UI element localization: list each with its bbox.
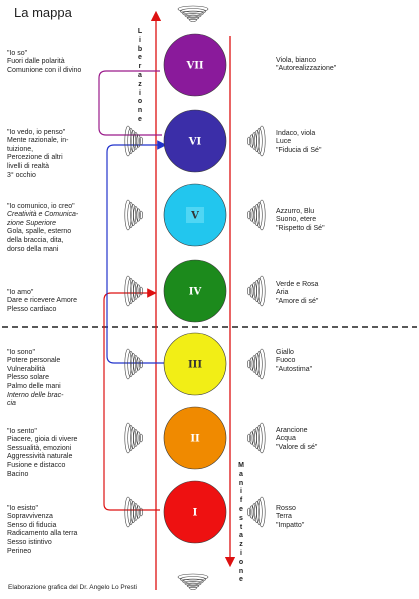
chakra-circle-VI bbox=[163, 109, 227, 173]
manifestazione-letter: t bbox=[239, 523, 243, 531]
vortex-left-icon bbox=[124, 496, 144, 528]
chakra-circle-II bbox=[163, 406, 227, 470]
liberazione-letter: a bbox=[138, 71, 142, 79]
page-title: La mappa bbox=[14, 5, 72, 20]
vortex-left-icon bbox=[124, 422, 144, 454]
liberazione-letter: r bbox=[138, 63, 142, 71]
manifestazione-letter: s bbox=[239, 514, 243, 522]
solar-to-third-eye-arrow bbox=[106, 140, 167, 364]
chakra-circle-I bbox=[163, 480, 227, 544]
vortex-left-icon bbox=[124, 125, 144, 157]
liberazione-letter: e bbox=[138, 115, 142, 123]
liberazione-letter: L bbox=[137, 28, 143, 35]
vortex-right-icon bbox=[247, 125, 266, 157]
chakra-right-text-7: Viola, bianco"Autorealizzazione" bbox=[276, 56, 337, 73]
chakra-numeral-IV: IV bbox=[189, 287, 202, 298]
manifestazione-letter: f bbox=[239, 497, 243, 505]
chakra-numeral-II: II bbox=[190, 434, 200, 445]
manifestazione-letter: o bbox=[238, 558, 244, 566]
liberazione-letter: i bbox=[139, 89, 141, 97]
manifestazione-letter: z bbox=[239, 541, 243, 549]
crown-connector-line bbox=[98, 70, 162, 136]
root-to-heart-arrow bbox=[103, 288, 160, 511]
liberazione-letter: i bbox=[139, 36, 141, 44]
manifestazione-letter: e bbox=[239, 505, 243, 513]
chakra-numeral-I: I bbox=[193, 508, 198, 519]
liberazione-letter: z bbox=[138, 80, 142, 88]
chakra-circle-VII bbox=[163, 33, 227, 97]
vortex-right-icon bbox=[247, 348, 266, 380]
manifestazione-letter: n bbox=[238, 479, 244, 487]
vortex-left-icon bbox=[124, 199, 144, 231]
manifestazione-letter: a bbox=[239, 470, 243, 478]
liberazione-letter: e bbox=[138, 54, 142, 62]
chakra-circle-IV bbox=[163, 259, 227, 323]
chakra-numeral-VI: VI bbox=[188, 137, 202, 148]
chakra-numeral-VII: VII bbox=[185, 61, 203, 72]
manifestazione-letter: i bbox=[240, 549, 242, 557]
chakra-left-text-6: "Io vedo, io penso"Mente razionale, in-t… bbox=[7, 128, 69, 179]
vortex-top-icon bbox=[177, 5, 209, 22]
vortex-right-icon bbox=[247, 275, 266, 307]
liberazione-letter: n bbox=[137, 107, 143, 115]
manifestazione-letter: i bbox=[240, 488, 242, 496]
chakra-numeral-III: III bbox=[188, 360, 202, 371]
vortex-bottom-icon bbox=[177, 573, 209, 590]
vortex-left-icon bbox=[124, 275, 144, 307]
vortex-left-icon bbox=[124, 348, 144, 380]
chakra-numeral-V: V bbox=[190, 211, 199, 222]
manifestazione-letter: n bbox=[238, 567, 244, 575]
chakra-left-text-5: "Io comunico, io creo"Creatività e Comun… bbox=[7, 202, 79, 253]
manifestazione-letter: a bbox=[239, 532, 243, 540]
manifestazione-letter: M bbox=[238, 462, 244, 469]
vortex-right-icon bbox=[247, 199, 266, 231]
vortex-right-icon bbox=[247, 422, 266, 454]
credit-text: Elaborazione grafica del Dr. Angelo Lo P… bbox=[8, 584, 137, 591]
liberazione-letter: o bbox=[137, 98, 143, 106]
liberazione-letter: b bbox=[137, 45, 143, 53]
vortex-right-icon bbox=[247, 496, 266, 528]
chakra-circle-III bbox=[163, 332, 227, 396]
chakra-label-box-V bbox=[186, 207, 204, 223]
manifestazione-letter: e bbox=[239, 576, 243, 584]
